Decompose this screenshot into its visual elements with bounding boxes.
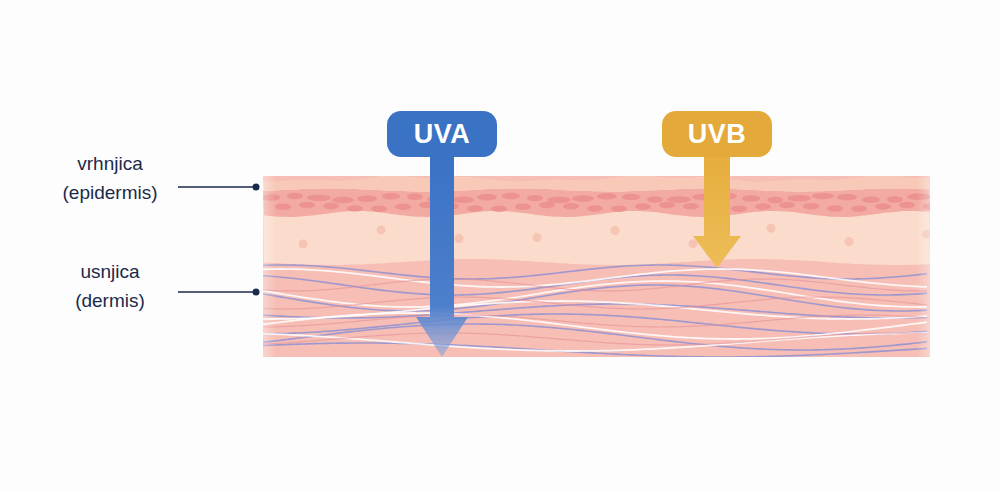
uv-label: UVA bbox=[411, 118, 473, 150]
dermis-layer bbox=[263, 176, 930, 357]
leader-dot bbox=[253, 289, 260, 296]
uv-ray-arrow bbox=[693, 153, 741, 268]
leader-line bbox=[178, 291, 255, 293]
layer-label: vrhnjica (epidermis) bbox=[50, 149, 170, 207]
uv-arrows bbox=[416, 153, 741, 357]
edge-fade bbox=[263, 176, 930, 357]
layer-label: usnjica (dermis) bbox=[50, 257, 170, 315]
uv-badge: UVA bbox=[387, 111, 497, 157]
uv-badge: UVB bbox=[662, 111, 772, 157]
leader-line bbox=[178, 186, 255, 188]
leader-lines bbox=[178, 184, 260, 296]
skin-section bbox=[263, 176, 930, 357]
leader-dot bbox=[253, 184, 260, 191]
uv-label: UVB bbox=[686, 118, 748, 150]
uv-ray-arrow bbox=[416, 153, 468, 357]
